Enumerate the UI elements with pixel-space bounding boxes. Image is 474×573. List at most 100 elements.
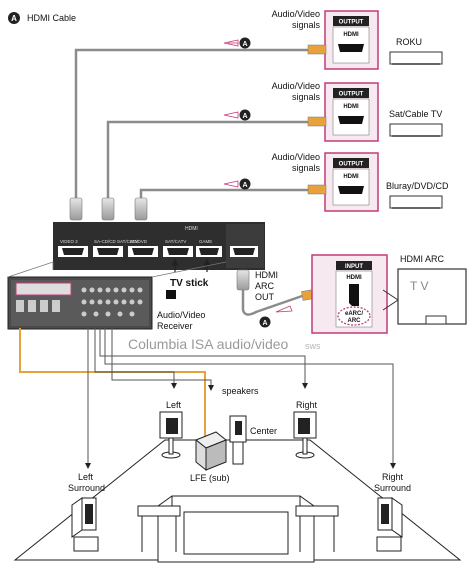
output-title-bar	[333, 158, 369, 168]
receiver-label-line1: Audio/Video	[157, 310, 205, 320]
signal-arrow-icon	[223, 180, 239, 188]
tv-stick-callout: TV stick	[170, 258, 211, 289]
arc-out-line2: ARC	[255, 281, 275, 291]
arc-label-line1: eARC/	[345, 311, 363, 317]
speaker-right-label: Right	[296, 400, 318, 410]
device-box-icon	[389, 51, 443, 65]
hdmi-port-icon	[97, 248, 119, 255]
receiver-plugs	[69, 197, 148, 221]
receiver-hdmi-panel: HDMI VIDEO 2 SA-CD/CD SAT/CATV BD/DVD SA…	[53, 222, 265, 270]
output-title-bar	[333, 16, 369, 26]
device-name: Bluray/DVD/CD	[386, 181, 449, 191]
device-box-icon	[389, 123, 443, 137]
signal-label-line2: signals	[292, 92, 321, 102]
tv-stand-icon	[425, 315, 447, 325]
output-title: OUTPUT	[339, 20, 364, 26]
signal-label-line2: signals	[292, 20, 321, 30]
subwoofer-icon	[195, 431, 227, 472]
input-label: VIDEO 2	[60, 239, 78, 244]
arc-out: HDMI ARC OUT A	[236, 269, 322, 328]
speaker-left-surround-line2: Surround	[68, 483, 105, 493]
cable-bluray	[139, 188, 315, 200]
signal-label-line2: signals	[292, 163, 321, 173]
signal-label-line1: Audio/Video	[272, 81, 320, 91]
output-title: OUTPUT	[339, 92, 364, 98]
input-label: SAT/CATV	[165, 239, 186, 244]
speaker-center-label: Center	[250, 426, 277, 436]
watermark-main: Columbia ISA audio/video	[128, 336, 289, 352]
hdmi-port-icon	[338, 186, 364, 194]
legend-label: HDMI Cable	[27, 13, 76, 23]
input-label: GAME	[199, 239, 212, 244]
input-port-label: HDMI	[346, 275, 362, 281]
output-port-label: HDMI	[343, 104, 359, 110]
output-title: OUTPUT	[339, 162, 364, 168]
source-bluray: Audio/Video signals OUTPUT HDMI Bluray/D…	[272, 152, 449, 212]
hdmi-plug-icon	[307, 184, 327, 195]
signal-arrow-icon	[275, 305, 293, 313]
receiver-label-line2: Receiver	[157, 321, 193, 331]
tv-screen-text: T V	[410, 279, 428, 293]
watermark-suffix: sws	[305, 341, 321, 351]
speaker-left-label: Left	[166, 400, 182, 410]
tv-screen-icon	[397, 268, 467, 325]
input-label: BD/DVD	[130, 239, 148, 244]
hdmi-port-icon	[349, 284, 359, 306]
side-table-right-icon	[295, 505, 339, 517]
hdmi-plug-icon	[307, 44, 327, 55]
input-title: INPUT	[345, 264, 363, 270]
arc-highlight-icon	[337, 306, 371, 326]
source-sat-cable: Audio/Video signals OUTPUT HDMI Sat/Cabl…	[272, 81, 443, 142]
cable-badge-icon	[239, 37, 251, 49]
tv-stick-label: TV stick	[170, 278, 209, 289]
legend-badge-letter: A	[11, 14, 17, 23]
hdmi-plug-icon	[307, 116, 327, 127]
speakers: speakers Left Right Center LFE (sub)	[68, 386, 411, 552]
hdmi-port-icon	[338, 44, 364, 52]
cable-badge-letter: A	[242, 41, 247, 48]
output-port-label: HDMI	[343, 32, 359, 38]
input-label: SA-CD/CD SAT/CATV	[94, 239, 138, 244]
output-port-label: HDMI	[343, 174, 359, 180]
watermark: Columbia ISA audio/video sws	[128, 336, 321, 352]
arc-label-line2: ARC	[348, 318, 362, 324]
cable-arc	[241, 290, 306, 316]
arc-out-line3: OUT	[255, 292, 275, 302]
cable-badge-icon	[239, 178, 251, 190]
hdmi-port-icon	[338, 116, 364, 124]
cable-badge-icon	[239, 109, 251, 121]
hdmi-port-icon	[233, 248, 255, 255]
cable-badge-icon	[259, 316, 271, 328]
cable-sat	[106, 120, 315, 200]
subwoofer-label: LFE (sub)	[190, 473, 230, 483]
tv-stick-icon	[166, 290, 176, 299]
input-title-bar	[336, 261, 372, 270]
speaker-right-icon	[293, 411, 317, 459]
side-table-left-icon	[137, 505, 181, 517]
speakers-heading: speakers	[222, 386, 259, 396]
tv-title: HDMI ARC	[400, 254, 445, 264]
signal-label-line1: Audio/Video	[272, 9, 320, 19]
speaker-left-surround-icon	[71, 497, 99, 552]
speaker-right-surround-line2: Surround	[374, 483, 411, 493]
source-roku: Audio/Video signals OUTPUT HDMI ROKU	[272, 9, 443, 70]
cable-roku	[74, 48, 315, 200]
cable-badge-letter: A	[242, 182, 247, 189]
cable-badge-letter: A	[242, 113, 247, 120]
signal-label-line1: Audio/Video	[272, 152, 320, 162]
legend-badge-icon	[8, 12, 20, 24]
source-cables	[74, 48, 315, 200]
device-box-icon	[389, 195, 443, 209]
speaker-left-icon	[159, 411, 183, 459]
hdmi-port-icon	[132, 248, 154, 255]
hdmi-port-icon	[199, 248, 219, 255]
cable-badge-letter: A	[262, 320, 267, 327]
speaker-center-icon	[229, 415, 247, 465]
output-title-bar	[333, 88, 369, 98]
speaker-wires	[19, 328, 396, 469]
speaker-left-surround-line1: Left	[78, 472, 94, 482]
device-name: Sat/Cable TV	[389, 109, 442, 119]
av-receiver: Audio/Video Receiver	[7, 261, 227, 331]
device-name: ROKU	[396, 37, 422, 47]
signal-arrow-icon	[223, 111, 239, 119]
